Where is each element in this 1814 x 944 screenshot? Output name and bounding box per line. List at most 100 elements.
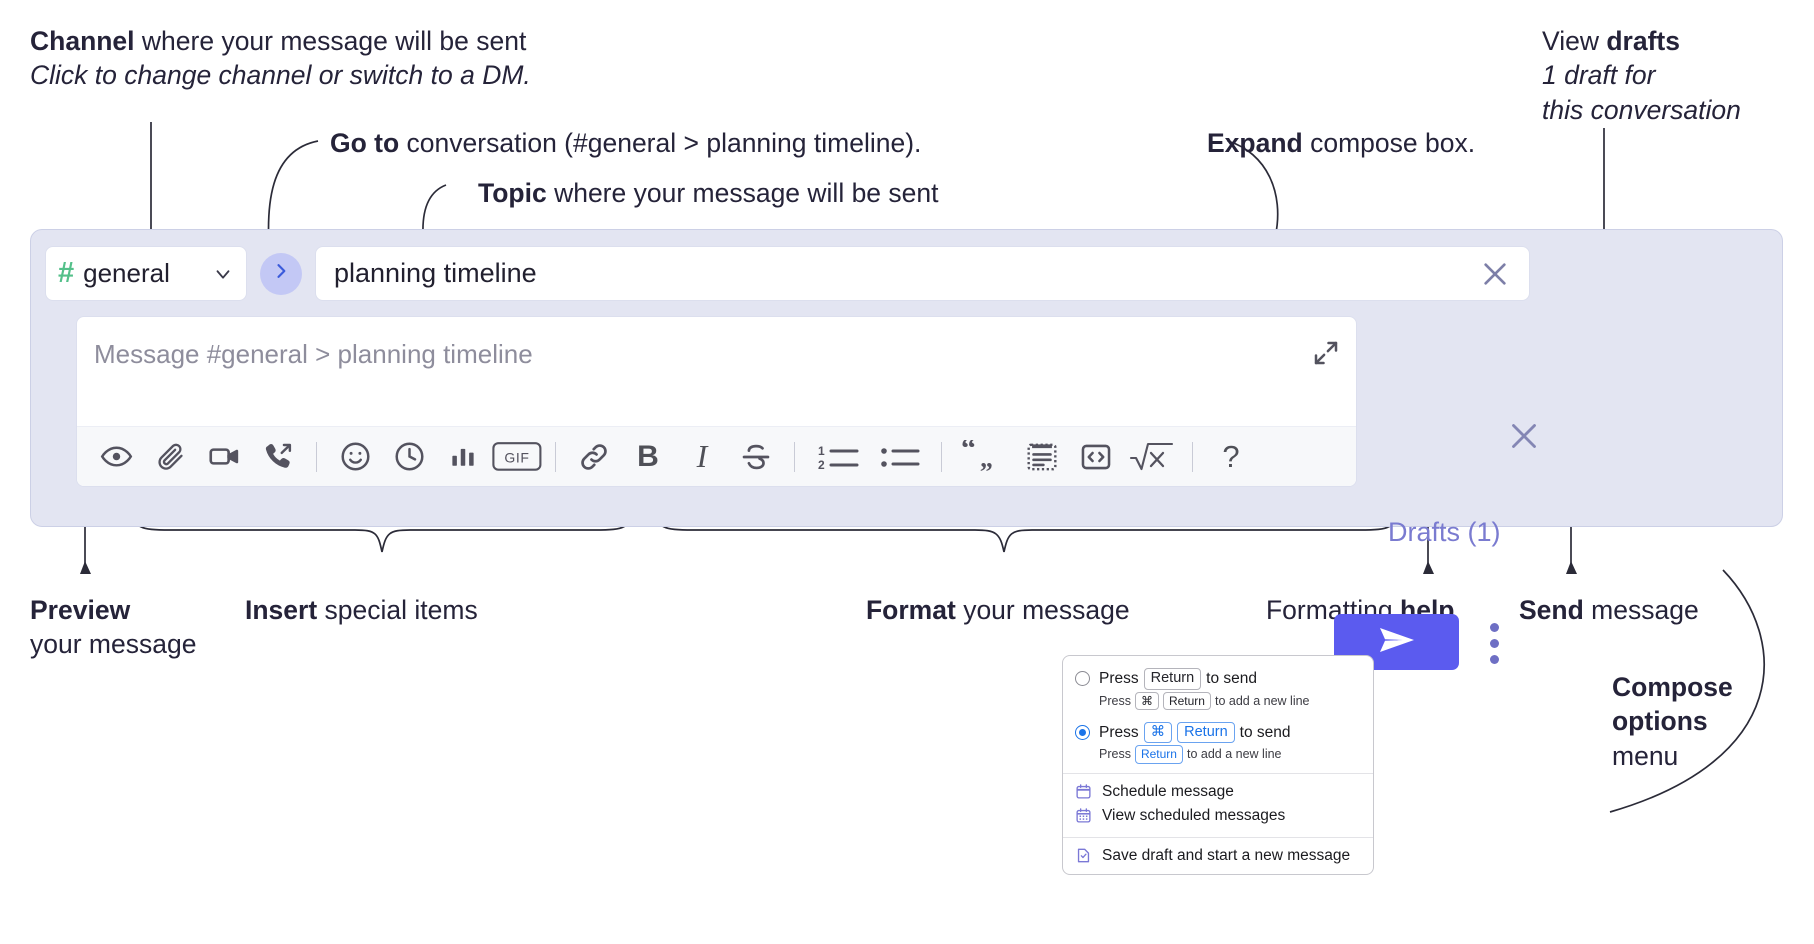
poll-icon[interactable] bbox=[436, 434, 490, 480]
annotation-format-rest: your message bbox=[955, 595, 1130, 625]
toolbar-separator bbox=[794, 441, 795, 472]
hash-icon: # bbox=[58, 257, 75, 289]
annotation-channel-rest: where your message will be sent bbox=[134, 26, 527, 56]
key-command: ⌘ bbox=[1134, 691, 1159, 710]
chevron-down-icon bbox=[212, 263, 234, 285]
send-option-cmd-return[interactable]: Press ⌘ Return to send bbox=[1063, 720, 1373, 744]
message-placeholder: Message #general > planning timeline bbox=[94, 339, 533, 369]
annotation-format: Format your message bbox=[866, 593, 1130, 627]
svg-text:1: 1 bbox=[818, 444, 825, 458]
annotation-channel-bold: Channel bbox=[30, 26, 135, 56]
inline-code-icon[interactable] bbox=[1069, 434, 1123, 480]
annotation-send-rest: message bbox=[1583, 595, 1699, 625]
opt1-word-press: Press bbox=[1099, 669, 1139, 687]
annotation-send: Send message bbox=[1519, 593, 1699, 627]
ordered-list-icon[interactable]: 1 2 bbox=[806, 434, 870, 480]
close-compose-button[interactable] bbox=[1504, 418, 1544, 458]
bold-icon[interactable]: B bbox=[621, 434, 675, 480]
topic-input[interactable]: planning timeline bbox=[315, 246, 1530, 301]
annotation-drafts-italic1: 1 draft for bbox=[1542, 60, 1656, 91]
send-option-return-hint: Press ⌘ Return to add a new line bbox=[1063, 690, 1373, 710]
preview-icon[interactable] bbox=[89, 434, 143, 480]
clock-icon[interactable] bbox=[382, 434, 436, 480]
bullet-list-icon[interactable] bbox=[870, 434, 930, 480]
kebab-dot bbox=[1489, 638, 1499, 648]
help-label: ? bbox=[1222, 438, 1240, 474]
menu-divider bbox=[1063, 836, 1373, 838]
save-draft-icon bbox=[1075, 847, 1092, 864]
toolbar-separator bbox=[1192, 441, 1193, 472]
gif-icon[interactable]: GIF bbox=[490, 434, 544, 480]
paper-plane-icon bbox=[1376, 623, 1418, 662]
key-return: Return bbox=[1162, 691, 1211, 710]
svg-text:GIF: GIF bbox=[504, 450, 529, 466]
menu-item-label: Save draft and start a new message bbox=[1102, 846, 1351, 864]
code-block-icon[interactable] bbox=[1015, 434, 1069, 480]
annotation-compose-options-bold1: Compose bbox=[1612, 672, 1733, 702]
help-icon[interactable]: ? bbox=[1204, 434, 1258, 480]
drafts-link[interactable]: Drafts (1) bbox=[1388, 517, 1501, 547]
svg-text:„: „ bbox=[980, 444, 993, 473]
expand-icon[interactable] bbox=[1308, 335, 1344, 371]
send-option-return[interactable]: Press Return to send bbox=[1063, 666, 1373, 690]
key-return: Return bbox=[1134, 745, 1183, 764]
video-camera-icon[interactable] bbox=[197, 434, 251, 480]
annotation-preview: Preview your message bbox=[30, 593, 196, 662]
menu-item-save-draft[interactable]: Save draft and start a new message bbox=[1063, 844, 1373, 868]
svg-text:“: “ bbox=[961, 440, 976, 465]
toolbar-separator bbox=[316, 441, 317, 472]
strikethrough-icon[interactable] bbox=[729, 434, 783, 480]
svg-text:2: 2 bbox=[818, 458, 825, 472]
annotation-goto: Go to conversation (#general > planning … bbox=[330, 126, 921, 160]
send-option-cmd-return-hint: Press Return to add a new line bbox=[1063, 743, 1373, 764]
annotation-expand-rest: compose box. bbox=[1302, 128, 1476, 158]
annotation-goto-rest: conversation (#general > planning timeli… bbox=[399, 128, 922, 158]
annotation-drafts-pre: View bbox=[1542, 26, 1607, 56]
annotation-channel: Channel where your message will be sent … bbox=[30, 24, 531, 93]
calendar-grid-icon bbox=[1075, 807, 1092, 824]
annotation-insert-rest: special items bbox=[317, 595, 478, 625]
send-option-return-text: Press Return to send bbox=[1099, 668, 1257, 690]
attachment-icon[interactable] bbox=[143, 434, 197, 480]
message-input-card[interactable]: Message #general > planning timeline bbox=[76, 316, 1357, 487]
compose-options-menu: Press Return to send Press ⌘ Return to a… bbox=[1062, 655, 1374, 875]
link-icon[interactable] bbox=[567, 434, 621, 480]
channel-selector[interactable]: # general bbox=[45, 246, 247, 301]
opt1-sub-press: Press bbox=[1099, 693, 1131, 708]
emoji-icon[interactable] bbox=[328, 434, 382, 480]
topic-value: planning timeline bbox=[334, 258, 537, 288]
math-icon[interactable] bbox=[1123, 434, 1181, 480]
send-option-cmd-return-text: Press ⌘ Return to send bbox=[1099, 721, 1291, 744]
menu-divider bbox=[1063, 772, 1373, 774]
radio-unselected[interactable] bbox=[1075, 671, 1090, 687]
key-return: Return bbox=[1177, 721, 1235, 744]
channel-name: general bbox=[83, 258, 170, 288]
kebab-dot bbox=[1489, 654, 1499, 664]
opt1-word-tosend: to send bbox=[1206, 669, 1258, 687]
annotation-compose-options: Compose options menu bbox=[1612, 670, 1733, 773]
menu-item-label: Schedule message bbox=[1102, 782, 1234, 800]
annotation-preview-bold: Preview bbox=[30, 595, 131, 625]
annotation-expand: Expand compose box. bbox=[1207, 126, 1475, 160]
opt1-sub-tail: to add a new line bbox=[1214, 693, 1310, 708]
annotation-channel-italic: Click to change channel or switch to a D… bbox=[30, 60, 531, 91]
toolbar-separator bbox=[555, 441, 556, 472]
menu-item-label: View scheduled messages bbox=[1102, 806, 1286, 824]
close-icon[interactable] bbox=[1475, 254, 1515, 294]
annotation-topic-rest: where your message will be sent bbox=[546, 178, 939, 208]
italic-label: I bbox=[696, 438, 708, 474]
blockquote-icon[interactable]: “ „ bbox=[953, 434, 1015, 480]
compose-options-button[interactable] bbox=[1481, 619, 1507, 667]
radio-selected[interactable] bbox=[1075, 725, 1090, 741]
toolbar-separator bbox=[941, 441, 942, 472]
opt2-sub-press: Press bbox=[1099, 747, 1131, 762]
italic-icon[interactable]: I bbox=[675, 434, 729, 480]
annotation-insert: Insert special items bbox=[245, 593, 478, 627]
annotation-drafts-italic2: this conversation bbox=[1542, 94, 1741, 125]
menu-item-schedule-message[interactable]: Schedule message bbox=[1063, 780, 1373, 804]
phone-forward-icon[interactable] bbox=[251, 434, 305, 480]
annotation-preview-line2: your message bbox=[30, 629, 197, 660]
annotation-drafts-bold: drafts bbox=[1606, 26, 1680, 56]
goto-conversation-button[interactable] bbox=[260, 252, 302, 295]
menu-item-view-scheduled[interactable]: View scheduled messages bbox=[1063, 804, 1373, 828]
